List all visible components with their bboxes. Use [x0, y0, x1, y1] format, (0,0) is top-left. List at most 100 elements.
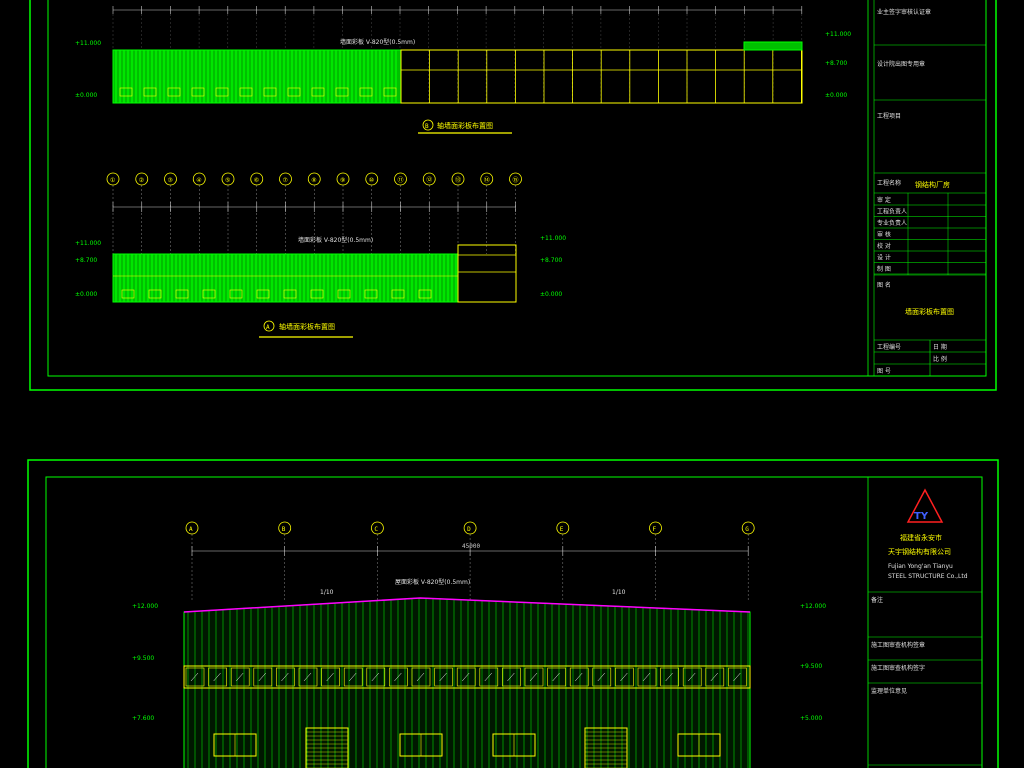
brace-cell: [185, 667, 205, 687]
axis-number: ④: [196, 177, 201, 184]
brace-cell: [298, 667, 318, 687]
brace-cell: [343, 667, 363, 687]
elevation-a-office-block: [457, 244, 517, 303]
brace-diagonal: [190, 672, 199, 682]
brace-cell: [208, 667, 227, 687]
project-label: 工程名称: [877, 179, 901, 187]
window: [337, 289, 351, 299]
axis-number: ⑪: [398, 176, 404, 184]
brace-diagonal: [597, 672, 605, 682]
axis-number: ⑭: [484, 176, 490, 184]
brace-diagonal: [303, 672, 312, 682]
brace-diagonal: [620, 672, 628, 682]
title-row-label: 监理单位意见: [871, 687, 907, 695]
elevation-b-parapet: [743, 41, 803, 51]
bottom-label: 比 例: [933, 355, 947, 363]
level-label: ±0.000: [825, 92, 847, 99]
brace-cell: [728, 667, 747, 687]
level-label: +12.000: [800, 603, 826, 610]
axis-bubble-b: [422, 119, 434, 131]
sign-row-label: 设 计: [877, 254, 891, 262]
slope-label: 1/10: [320, 589, 334, 596]
level-label: ±0.000: [540, 291, 562, 298]
brace-diagonal: [462, 672, 470, 682]
company-line4: STEEL STRUCTURE Co.,Ltd: [888, 573, 968, 580]
panel-label: 墙面彩板 V-820型(0.5mm): [298, 236, 373, 244]
window: [202, 289, 216, 299]
brace-cell: [276, 667, 295, 687]
level-label: +8.700: [540, 257, 562, 264]
brace-cell: [569, 667, 589, 687]
axis-letter: C: [374, 526, 378, 533]
brace-cell: [456, 667, 476, 687]
title-block-2: TY 福建省永安市 天宇钢结构有限公司 Fujian Yong'an Tiany…: [867, 476, 983, 768]
brace-diagonal: [371, 672, 379, 682]
axis-letter: B: [282, 526, 286, 533]
company-line3: Fujian Yong'an Tianyu: [888, 563, 953, 570]
level-label: +11.000: [825, 31, 851, 38]
axis-bubble-a: [263, 320, 275, 332]
brace-diagonal: [394, 672, 402, 682]
level-label: +7.600: [132, 715, 154, 722]
window: [263, 87, 277, 97]
sheet-1-outer-border: [29, 0, 997, 391]
slope-label: 1/10: [612, 589, 626, 596]
level-label: +11.000: [540, 235, 566, 242]
axis-number: ②: [139, 177, 144, 184]
sign-row-label: 审 定: [877, 196, 891, 204]
window: [215, 87, 229, 97]
window: [167, 87, 181, 97]
elevation-b-caption: 轴墙面彩板布置图: [437, 121, 493, 130]
brace-diagonal: [552, 672, 560, 682]
title-row-label: 施工图审查机构签字: [871, 664, 925, 672]
dimension-total: 45000: [462, 543, 480, 550]
elevation-a-panels: [112, 253, 459, 303]
window: [310, 289, 324, 299]
window: [239, 87, 253, 97]
brace-cell: [660, 667, 679, 687]
sheet-2-outer-border: [27, 459, 999, 768]
brace-cell: [230, 667, 250, 687]
brace-diagonal: [529, 672, 538, 682]
company-line2: 天宇钢结构有限公司: [888, 547, 951, 556]
level-label: +5.000: [800, 715, 822, 722]
title-row-owner: 业主签字审核认证章: [877, 8, 931, 16]
roof-label: 屋面彩板 V-820型(0.5mm): [395, 578, 470, 586]
door-right: [584, 727, 628, 768]
project-value: 钢结构厂房: [915, 180, 950, 189]
brace-diagonal: [416, 672, 425, 682]
end-elevation: 屋面彩板 V-820型(0.5mm) 1/10 1/10 +12.000 +9.…: [132, 578, 826, 768]
title-row-design: 设计院出图专用章: [877, 60, 925, 68]
window: [311, 87, 325, 97]
brace-diagonal: [326, 672, 334, 682]
brace-cell: [389, 667, 408, 687]
axis-number: ⑨: [340, 177, 345, 184]
brace-diagonal: [642, 672, 651, 682]
title-row-label: 备注: [871, 596, 883, 604]
window: [283, 289, 297, 299]
brace-diagonal: [575, 672, 583, 682]
brace-cell: [615, 667, 634, 687]
elevation-b: +11.000 ±0.000 +11.000 +8.700 ±0.000 墙面彩…: [75, 6, 851, 134]
brace-diagonal: [236, 672, 244, 682]
panel-label: 墙面彩板 V-820型(0.5mm): [340, 38, 415, 46]
brace-diagonal: [213, 672, 221, 682]
brace-cell: [637, 667, 657, 687]
brace-diagonal: [439, 672, 447, 682]
brace-cell: [366, 667, 386, 687]
drawing-name-label: 图 名: [877, 281, 891, 289]
brace-diagonal: [484, 672, 492, 682]
window: [229, 289, 243, 299]
elevation-a-caption: 轴墙面彩板布置图: [279, 322, 335, 331]
axis-letter: A: [266, 324, 270, 331]
brace-cell: [524, 667, 544, 687]
level-label: +11.000: [75, 40, 101, 47]
brace-cell: [411, 667, 431, 687]
brace-cell: [547, 667, 566, 687]
door-left: [305, 727, 349, 768]
window: [287, 87, 301, 97]
level-label: +8.700: [75, 257, 97, 264]
